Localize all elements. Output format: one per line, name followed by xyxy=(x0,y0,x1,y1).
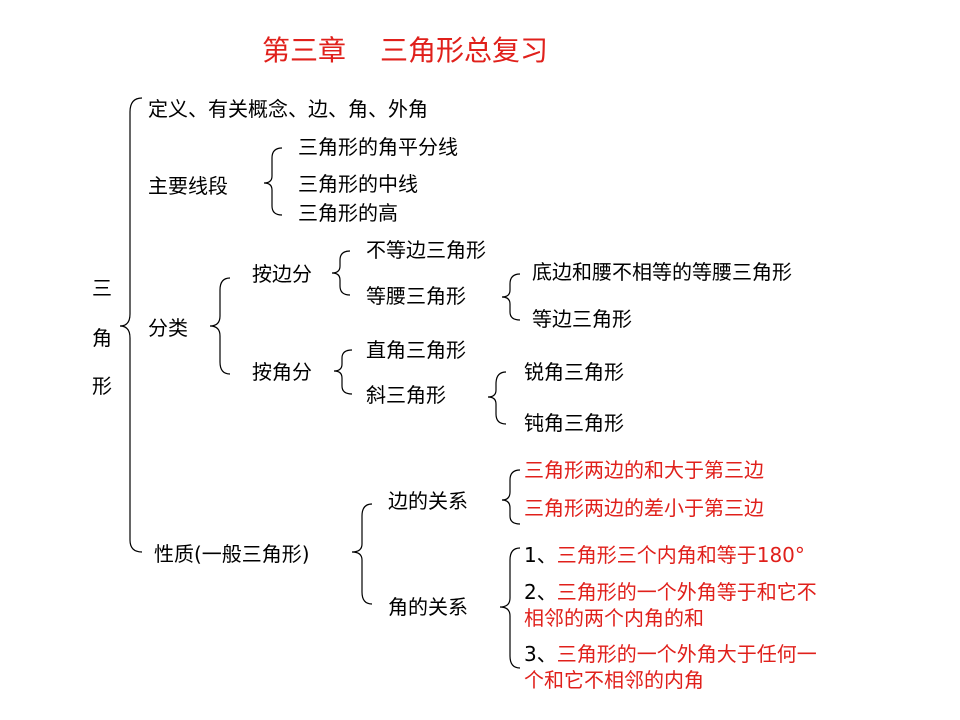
by-side-label: 按边分 xyxy=(252,262,312,286)
angle-relation-item: 1、三角形三个内角和等于180° xyxy=(524,543,805,567)
sides-brace xyxy=(501,469,521,525)
chapter-label: 第三章 xyxy=(262,34,347,67)
angles-brace xyxy=(499,547,521,669)
properties-brace xyxy=(351,503,373,605)
classification-brace xyxy=(209,277,231,375)
side-relation-item: 三角形两边的和大于第三边 xyxy=(524,458,764,482)
isosceles-label: 等腰三角形 xyxy=(366,284,466,308)
segments-brace xyxy=(263,147,283,216)
by-angle-brace xyxy=(333,349,353,395)
scalene-item: 不等边三角形 xyxy=(366,238,486,262)
oblique-label: 斜三角形 xyxy=(366,383,446,407)
angle-relation-item: 3、三角形的一个外角大于任何一 xyxy=(524,642,817,666)
angles-label: 角的关系 xyxy=(388,595,468,619)
classification-label: 分类 xyxy=(148,316,188,340)
oblique-item: 锐角三角形 xyxy=(524,360,624,384)
isosceles-item: 等边三角形 xyxy=(532,307,632,331)
isosceles-brace xyxy=(501,273,521,321)
segments-label: 主要线段 xyxy=(148,174,228,198)
oblique-brace xyxy=(487,371,507,425)
angle-relation-continuation: 个和它不相邻的内角 xyxy=(524,668,704,692)
chapter-topic: 三角形总复习 xyxy=(380,34,549,67)
by-angle-label: 按角分 xyxy=(252,360,312,384)
root-char-3: 形 xyxy=(92,374,112,398)
properties-label: 性质(一般三角形) xyxy=(154,542,310,566)
segment-item: 三角形的高 xyxy=(298,201,398,225)
root-char-2: 角 xyxy=(92,326,112,350)
page-title: 第三章三角形总复习 xyxy=(262,34,548,68)
sides-label: 边的关系 xyxy=(388,489,468,513)
right-triangle-item: 直角三角形 xyxy=(366,338,466,362)
angle-relation-item: 2、三角形的一个外角等于和它不 xyxy=(524,580,817,604)
root-char-1: 三 xyxy=(92,276,112,300)
definition-item: 定义、有关概念、边、角、外角 xyxy=(148,97,428,121)
segment-item: 三角形的角平分线 xyxy=(298,135,458,159)
by-side-brace xyxy=(331,250,351,296)
isosceles-item: 底边和腰不相等的等腰三角形 xyxy=(532,260,792,284)
oblique-item: 钝角三角形 xyxy=(524,411,624,435)
angle-relation-continuation: 相邻的两个内角的和 xyxy=(524,606,704,630)
side-relation-item: 三角形两边的差小于第三边 xyxy=(524,496,764,520)
main-brace xyxy=(119,97,143,553)
segment-item: 三角形的中线 xyxy=(298,172,418,196)
